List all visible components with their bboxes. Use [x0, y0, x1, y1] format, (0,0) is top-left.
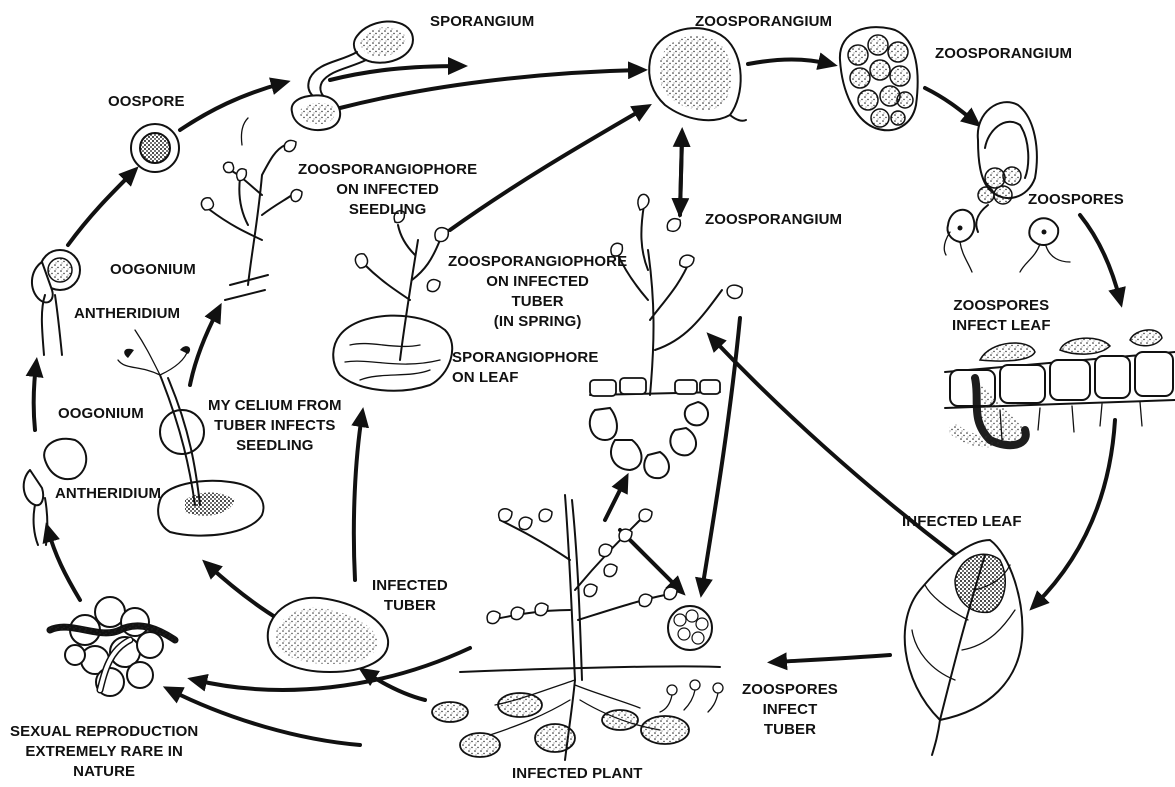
label-infected-plant: INFECTED PLANT [512, 764, 643, 784]
arrow-tuber-to-soil-seedling [208, 565, 280, 620]
zoosporangiophore-tuber-drawing [333, 211, 452, 391]
label-antheridium-top: ANTHERIDIUM [74, 304, 180, 324]
arrow-oogonium-to-oospore [68, 172, 133, 245]
oogonium-antheridium-top-drawing [32, 250, 80, 355]
arrow-seedling-to-zoospor [450, 108, 645, 230]
label-sporangiophore-leaf: SPORANGIOPHORE ON LEAF [452, 348, 598, 388]
label-oogonium-bottom: OOGONIUM [58, 404, 144, 424]
zoospores-drawing [944, 210, 1070, 272]
sporangiophore-on-leaf-drawing [590, 194, 742, 478]
arrow-sporangium-to-zoosporangium [330, 66, 460, 80]
arrow-seedling-up [190, 310, 218, 385]
label-zoospores-infect-leaf: ZOOSPORES INFECT LEAF [952, 296, 1051, 336]
zoosporangiophore-seedling-drawing [201, 118, 302, 300]
label-infected-tuber: INFECTED TUBER [372, 576, 448, 616]
zoosporangium-large-drawing [649, 28, 746, 121]
oospore-drawing [131, 124, 179, 172]
label-zoosporangium-mid: ZOOSPORANGIUM [705, 210, 842, 230]
arrow-tuber-to-seedling [354, 415, 362, 580]
label-zoosporangiophore-seedling: ZOOSPORANGIOPHORE ON INFECTED SEEDLING [298, 160, 477, 220]
label-infected-leaf: INFECTED LEAF [902, 512, 1022, 532]
label-mycelium-infects-seedling: MY CELIUM FROM TUBER INFECTS SEEDLING [208, 396, 342, 456]
arrow-zoospor-to-release [925, 88, 975, 122]
label-zoosporangium-top: ZOOSPORANGIUM [695, 12, 832, 32]
label-zoosporangium-right: ZOOSPORANGIUM [935, 44, 1072, 64]
infected-leaf-drawing [905, 540, 1023, 755]
arrow-plant-up [605, 480, 625, 520]
label-sexual-reproduction: SEXUAL REPRODUCTION EXTREMELY RARE IN NA… [10, 722, 198, 782]
infected-leaf-cells-drawing [945, 330, 1175, 445]
infected-tuber-drawing [268, 598, 388, 672]
label-zoospores-infect-tuber: ZOOSPORES INFECT TUBER [742, 680, 838, 740]
arrow-sexual-to-antheridium [48, 530, 80, 600]
zoosporangium-release-drawing [976, 102, 1036, 232]
label-zoospores: ZOOSPORES [1028, 190, 1124, 210]
zoosporangium-segmented-drawing [840, 27, 918, 130]
arrow-leaf-to-tuber-zoospores [775, 655, 890, 662]
label-antheridium-bottom: ANTHERIDIUM [55, 484, 161, 504]
infected-plant-drawing [432, 495, 723, 760]
arrow-sporangiophore-down [702, 318, 740, 590]
arrow-germ-to-zoosporangium [340, 70, 640, 108]
arrow-zoospor-to-zoospor [748, 60, 830, 65]
arrow-leafcells-to-infected-leaf [1035, 420, 1115, 605]
sexual-reproduction-drawing [50, 597, 175, 696]
arrow-oogonium-up [34, 365, 36, 430]
arrow-oospore-to-sporangium [180, 83, 283, 130]
label-zoosporangiophore-tuber: ZOOSPORANGIOPHORE ON INFECTED TUBER (IN … [448, 252, 627, 332]
label-oospore: OOSPORE [108, 92, 185, 112]
arrow-zoospores-to-leaf [1080, 215, 1120, 300]
label-oogonium-top: OOGONIUM [110, 260, 196, 280]
label-sporangium: SPORANGIUM [430, 12, 534, 32]
